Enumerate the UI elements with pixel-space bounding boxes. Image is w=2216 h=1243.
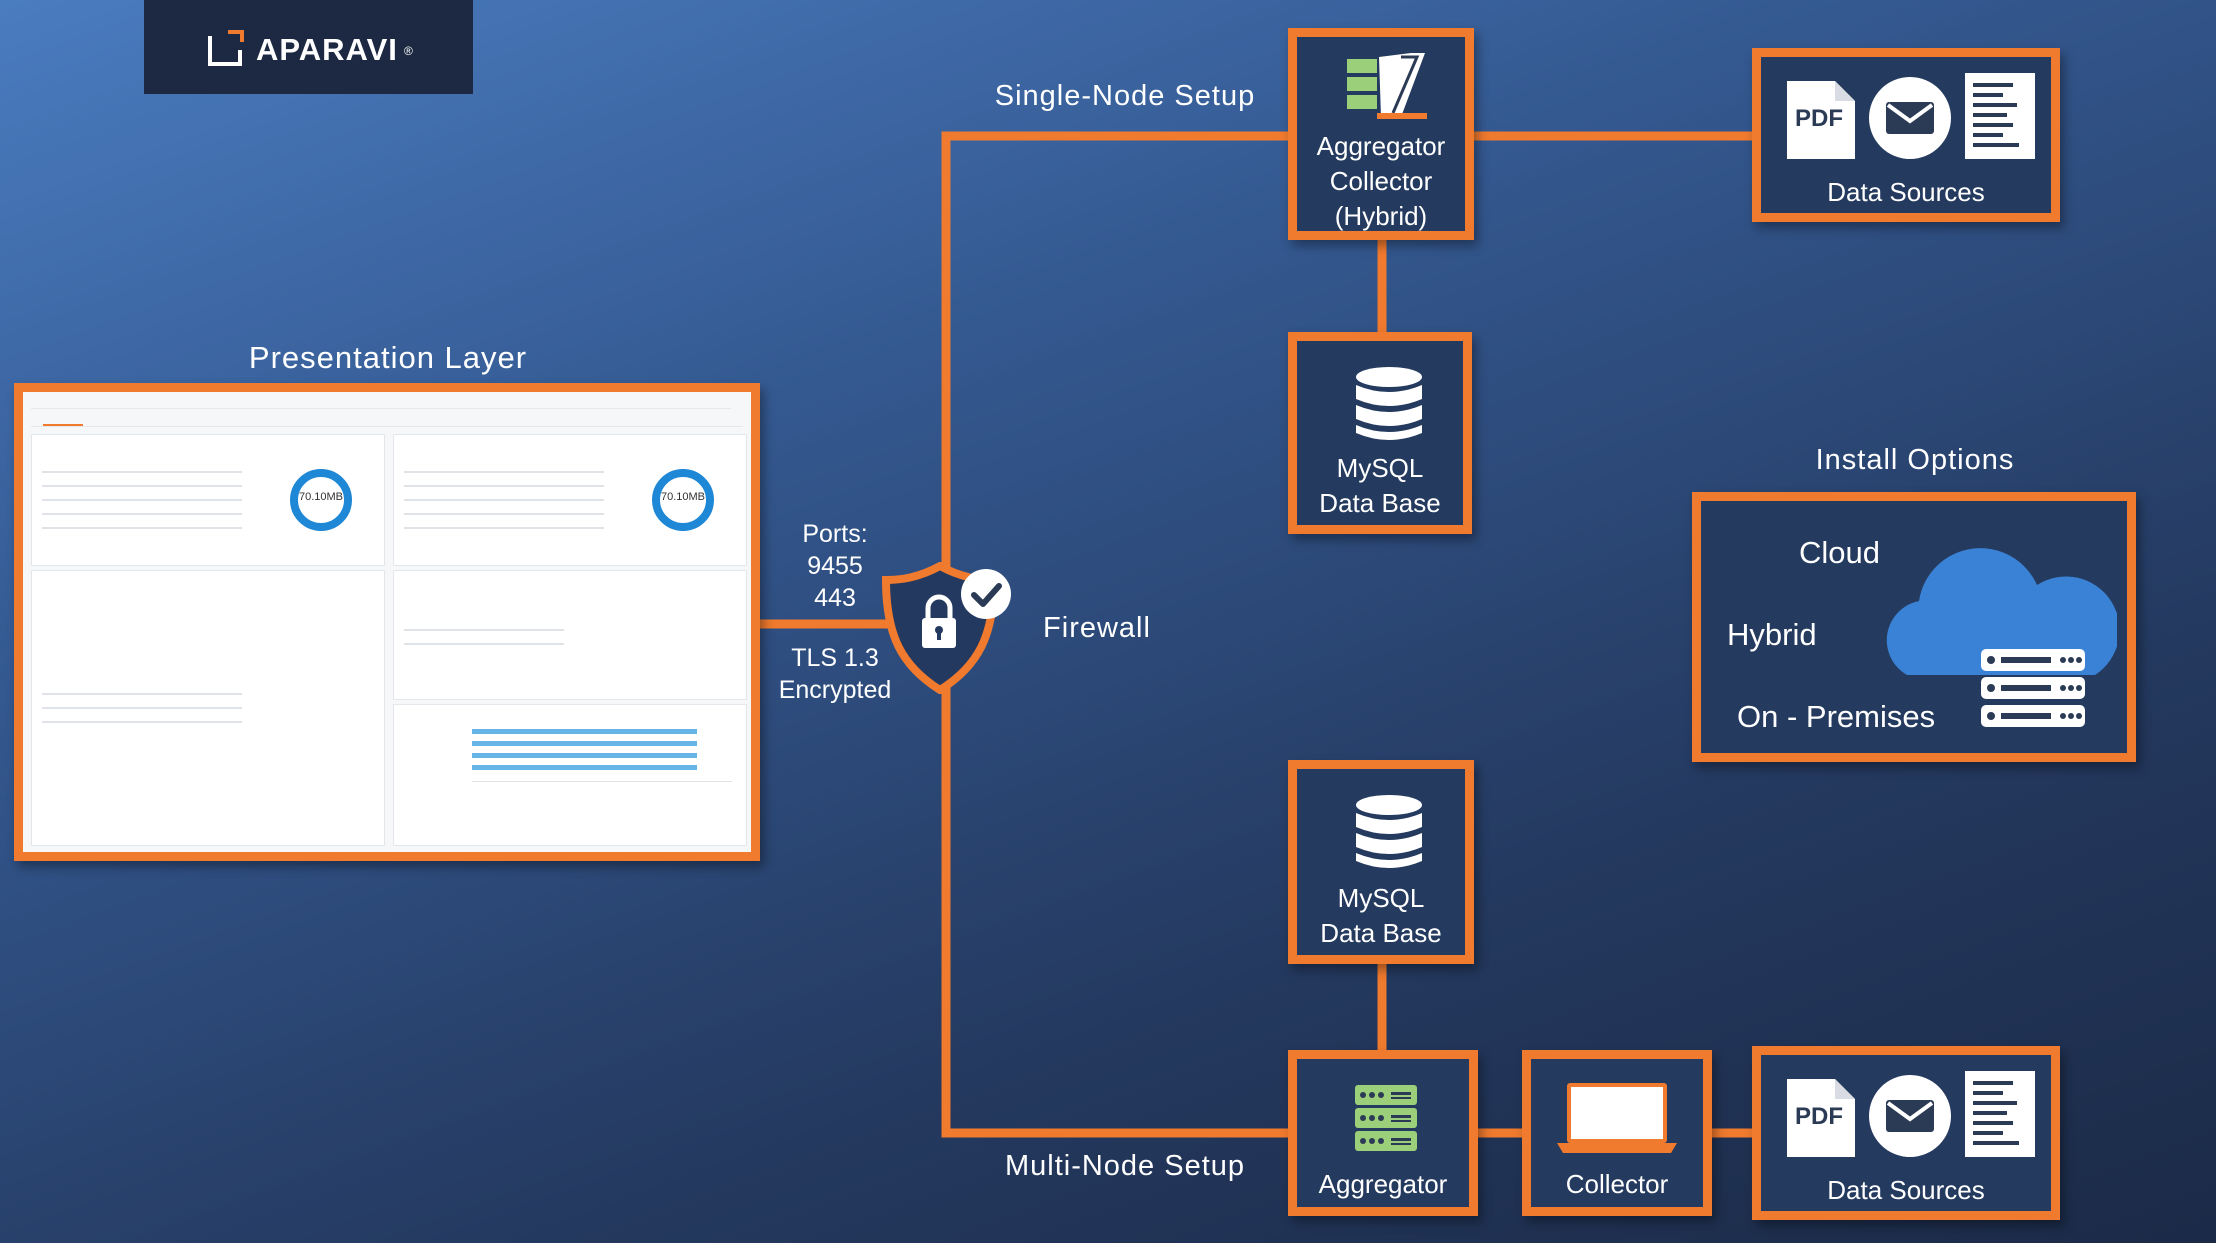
email-icon-multi <box>1869 1075 1951 1157</box>
database-icon <box>1356 367 1422 440</box>
pdf-file-icon <box>1787 81 1855 159</box>
mysql-box-multi: MySQL Data Base <box>1288 760 1474 964</box>
pdf-label-single: PDF <box>1795 105 1843 132</box>
collector-label: Collector <box>1565 1169 1669 1199</box>
install-option-cloud: Cloud <box>1799 535 1880 570</box>
collector-box: Collector <box>1522 1050 1712 1216</box>
install-options-box: Cloud Hybrid On - Premises <box>1692 492 2136 762</box>
checkmark-badge-icon <box>961 569 1011 619</box>
install-option-on-premises: On - Premises <box>1737 699 1936 734</box>
document-icon <box>1965 73 2035 159</box>
tls-label: TLS 1.3 Encrypted <box>778 644 892 704</box>
database-icon-multi <box>1356 795 1422 868</box>
logo-text: APARAVI <box>256 32 398 67</box>
usage-ring-left: 70.10MB <box>290 469 352 531</box>
data-sources-label-single: Data Sources <box>1827 177 1985 207</box>
mysql-box-single: MySQL Data Base <box>1288 332 1472 534</box>
presentation-layer-title: Presentation Layer <box>248 340 528 375</box>
multi-node-title: Multi-Node Setup <box>1004 1150 1246 1182</box>
install-option-hybrid: Hybrid <box>1727 617 1817 652</box>
panel-permissions <box>393 704 747 846</box>
server-book-icon <box>1347 53 1427 119</box>
panel-last-accessed: 70.10MB <box>31 434 385 566</box>
server-rack-icon <box>1355 1085 1417 1151</box>
usage-ring-right: 70.10MB <box>652 469 714 531</box>
cloud-server-icon <box>1886 548 2117 727</box>
mysql-label-multi: MySQL Data Base <box>1320 883 1442 948</box>
firewall-label: Firewall <box>1043 612 1151 644</box>
email-icon <box>1869 77 1951 159</box>
aggregator-collector-box: Aggregator Collector (Hybrid) <box>1288 28 1474 240</box>
dashboard-tabs <box>31 414 743 427</box>
pdf-file-icon-multi <box>1787 1079 1855 1157</box>
aggregator-box: Aggregator <box>1288 1050 1478 1216</box>
data-sources-box-single: PDF Data Sources <box>1752 48 2060 222</box>
panel-modification-date: 70.10MB <box>393 434 747 566</box>
panel-file-types <box>31 570 385 846</box>
aparavi-logo: APARAVI ® <box>144 0 473 94</box>
panel-classification <box>393 570 747 700</box>
aggregator-collector-label: Aggregator Collector (Hybrid) <box>1316 131 1446 231</box>
dashboard-breadcrumb <box>31 398 731 409</box>
data-sources-box-multi: PDF Data Sources <box>1752 1046 2060 1220</box>
aggregator-label: Aggregator <box>1318 1169 1448 1199</box>
data-sources-label-multi: Data Sources <box>1827 1175 1985 1205</box>
pdf-label-multi: PDF <box>1795 1103 1843 1130</box>
mysql-label-single: MySQL Data Base <box>1319 453 1441 518</box>
ports-label: Ports: 9455 443 <box>802 520 868 612</box>
logo-registered-mark: ® <box>404 44 413 58</box>
dashboard-screenshot: 70.10MB 70.10MB <box>14 383 760 861</box>
install-options-title: Install Options <box>1815 444 2015 476</box>
document-icon-multi <box>1965 1071 2035 1157</box>
single-node-title: Single-Node Setup <box>994 80 1256 112</box>
logo-mark-icon <box>208 30 244 66</box>
laptop-icon <box>1557 1083 1677 1153</box>
